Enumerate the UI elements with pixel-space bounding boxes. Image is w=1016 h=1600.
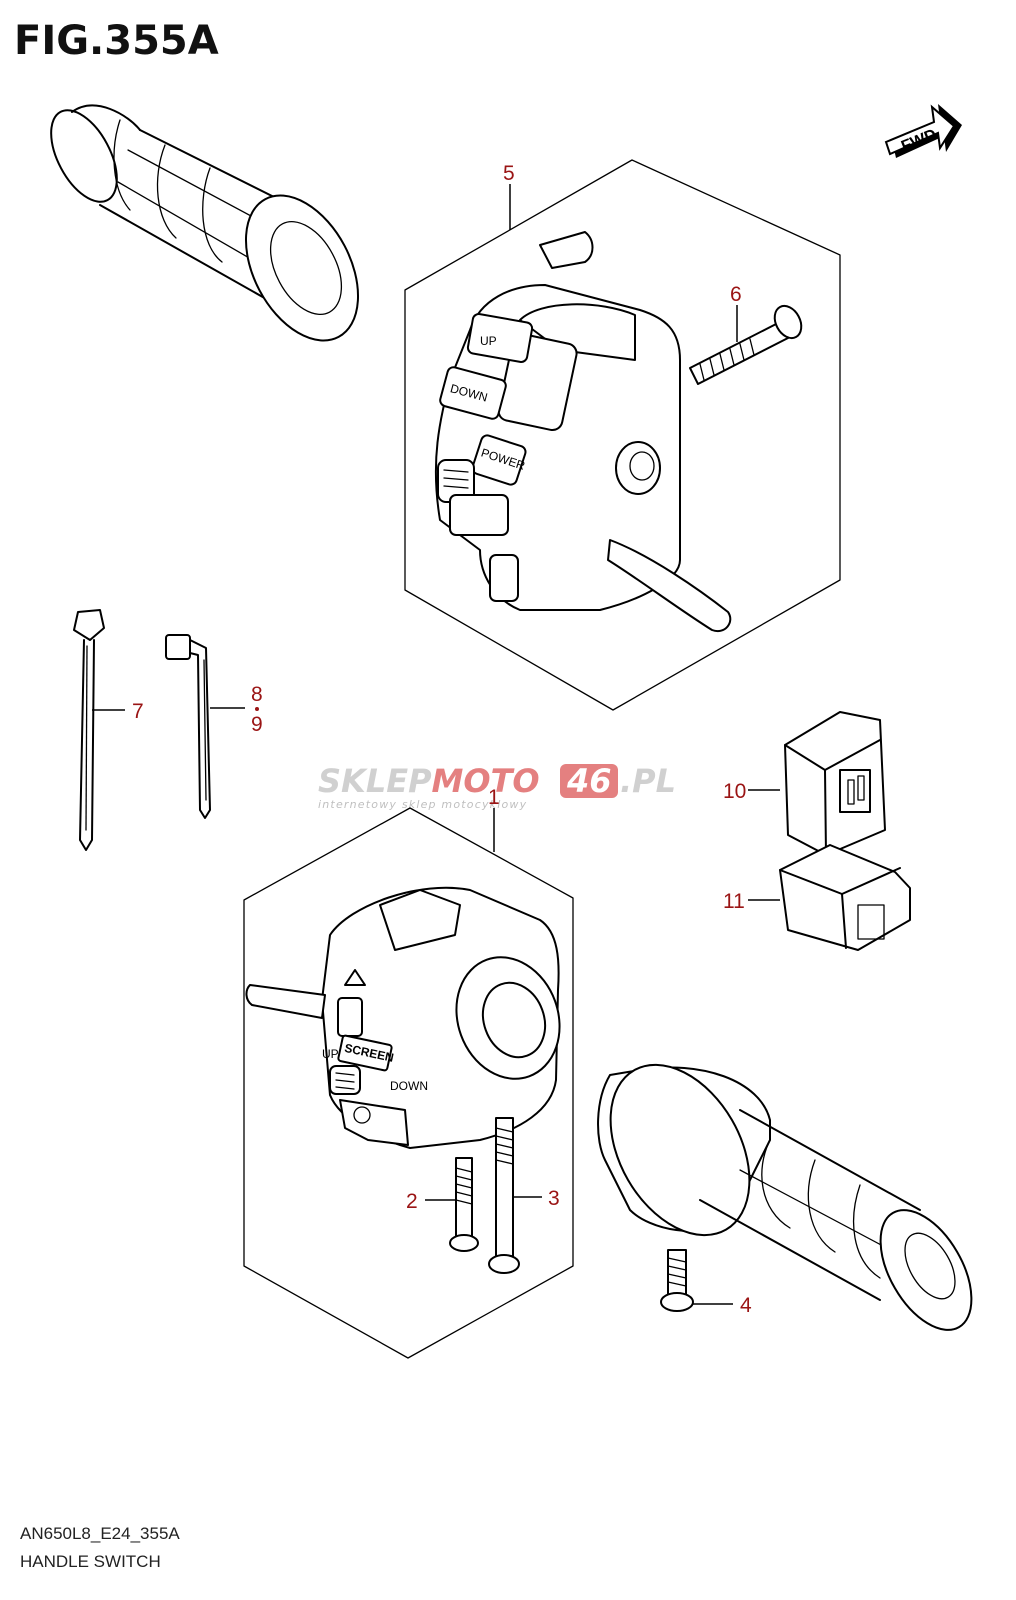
left-handle-switch: SCREEN UP DOWN — [245, 886, 561, 1149]
callout-10: 10 — [723, 780, 746, 803]
screw-part-2 — [449, 1157, 479, 1252]
right-throttle-grip — [597, 1063, 973, 1331]
callout-6: 6 — [730, 283, 742, 306]
watermark-tail: .PL — [620, 762, 676, 800]
fwd-arrow-icon: FWD — [884, 104, 962, 158]
left-handlebar-grip — [50, 104, 360, 342]
callout-8: 8 — [251, 683, 263, 706]
watermark-moto: MOTO — [432, 762, 540, 800]
screw-part-6 — [689, 304, 803, 385]
watermark-sklep: SKLEP — [318, 762, 432, 800]
part-5-frame — [404, 159, 841, 711]
callout-1: 1 — [488, 786, 500, 809]
screw-part-3 — [488, 1117, 520, 1274]
cover-part-11 — [779, 844, 911, 951]
up-switch-label: UP — [480, 334, 497, 348]
part-1-frame — [243, 807, 574, 1359]
watermark-logo: SKLEPMOTO 46 .PL internetowy sklep motoc… — [318, 762, 676, 811]
svg-text:SKLEPMOTO: SKLEPMOTO — [318, 762, 540, 800]
callout-4: 4 — [740, 1294, 752, 1317]
callout-11: 11 — [723, 890, 745, 913]
down-left-label: DOWN — [390, 1079, 428, 1093]
up-left-label: UP — [322, 1047, 339, 1061]
callout-3: 3 — [548, 1187, 560, 1210]
callout-9: 9 — [251, 713, 263, 736]
right-handle-switch: UP DOWN POWER — [434, 231, 732, 633]
callout-2: 2 — [406, 1190, 418, 1213]
cable-tie-part-7 — [73, 609, 105, 851]
watermark-subtitle: internetowy sklep motocyklowy — [318, 798, 527, 811]
watermark-badge: 46 — [566, 762, 612, 800]
callout-7: 7 — [132, 700, 144, 723]
figure-title: FIG.355A — [14, 18, 219, 64]
screw-part-4 — [660, 1249, 694, 1312]
connector-part-10 — [784, 711, 886, 856]
diagram-title: HANDLE SWITCH — [20, 1552, 161, 1571]
clip-part-8-9 — [165, 634, 211, 819]
callout-5: 5 — [503, 162, 515, 185]
diagram-code: AN650L8_E24_355A — [20, 1524, 180, 1543]
